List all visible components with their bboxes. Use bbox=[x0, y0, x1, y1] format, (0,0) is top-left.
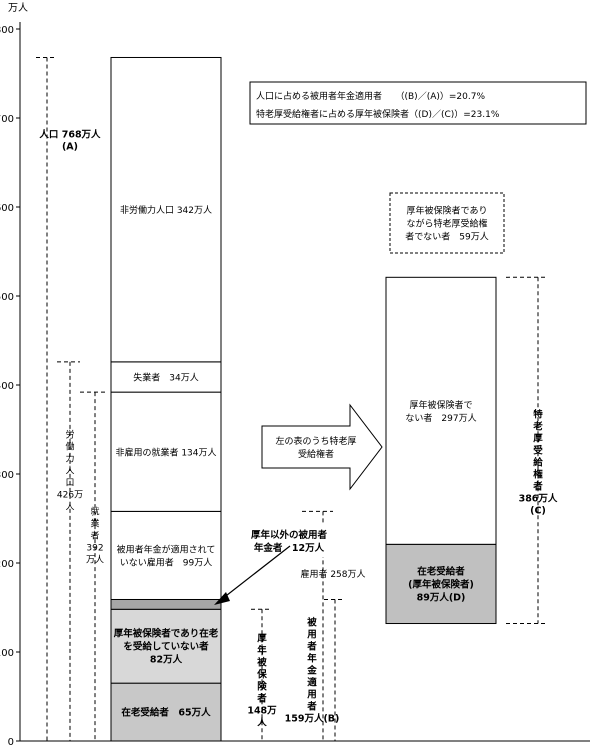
not-recipient-box bbox=[389, 192, 505, 254]
not-recipient-label: 厚年被保険者でありながら特老厚受給権者でない者 59万人 bbox=[405, 205, 488, 243]
segment-label: 被用者年金が適用されていない雇用者 99万人 bbox=[117, 543, 216, 568]
segment-label: 在老受給者(厚年被保険者)89万人(D) bbox=[408, 565, 474, 603]
bar-segment bbox=[110, 510, 222, 600]
segment-label: 在老受給者 65万人 bbox=[121, 707, 211, 719]
other-employee-callout: 厚年以外の被用者年金者 12万人 bbox=[214, 525, 340, 605]
bar-segment bbox=[110, 598, 222, 610]
transfer-arrow-label: 左の表のうち特老厚受給権者 bbox=[275, 435, 356, 460]
bar-segment bbox=[385, 543, 497, 625]
y-tick-label: 300 bbox=[0, 470, 14, 481]
info-line-1: 人口に占める被用者年金適用者 （(B)／(A)）=20.7% bbox=[256, 90, 485, 102]
other-employee-label: 厚年以外の被用者年金者 12万人 bbox=[251, 529, 328, 554]
y-tick-label: 800 bbox=[0, 25, 14, 36]
bar-segment bbox=[110, 56, 222, 363]
y-tick-label: 400 bbox=[0, 381, 14, 392]
segment-label: 非労働力人口 342万人 bbox=[120, 204, 212, 216]
y-axis-unit: 万人 bbox=[8, 2, 28, 14]
bracket-label: 人口 768万人(A) bbox=[39, 129, 101, 153]
bar-segment bbox=[110, 682, 222, 742]
bracket-label: 雇用者 258万人 bbox=[300, 568, 365, 580]
segment-label: 失業者 34万人 bbox=[133, 371, 198, 383]
y-ticks: 0 100 200 300 400 500 600 700 800 bbox=[0, 25, 20, 745]
y-tick-label: 200 bbox=[0, 559, 14, 570]
bar-segment bbox=[110, 608, 222, 684]
info-box bbox=[249, 81, 587, 125]
y-tick-label: 500 bbox=[0, 292, 14, 303]
bar-segment bbox=[385, 276, 497, 545]
transfer-arrow: 左の表のうち特老厚受給権者 bbox=[261, 403, 383, 491]
y-tick-label: 600 bbox=[0, 203, 14, 214]
info-line-2: 特老厚受給権者に占める厚年被保険者（(D)／(C)）=23.1% bbox=[256, 108, 500, 120]
bar-segment bbox=[110, 391, 222, 512]
y-tick-label: 700 bbox=[0, 114, 14, 125]
right-bar: 在老受給者(厚年被保険者)89万人(D) 厚年被保険者でない者 297万人 bbox=[385, 276, 497, 625]
y-tick-label: 0 bbox=[8, 737, 14, 745]
segment-label: 厚年被保険者でない者 297万人 bbox=[405, 399, 476, 424]
segment-label: 非雇用の就業者 134万人 bbox=[115, 446, 216, 458]
y-tick-label: 100 bbox=[0, 648, 14, 659]
